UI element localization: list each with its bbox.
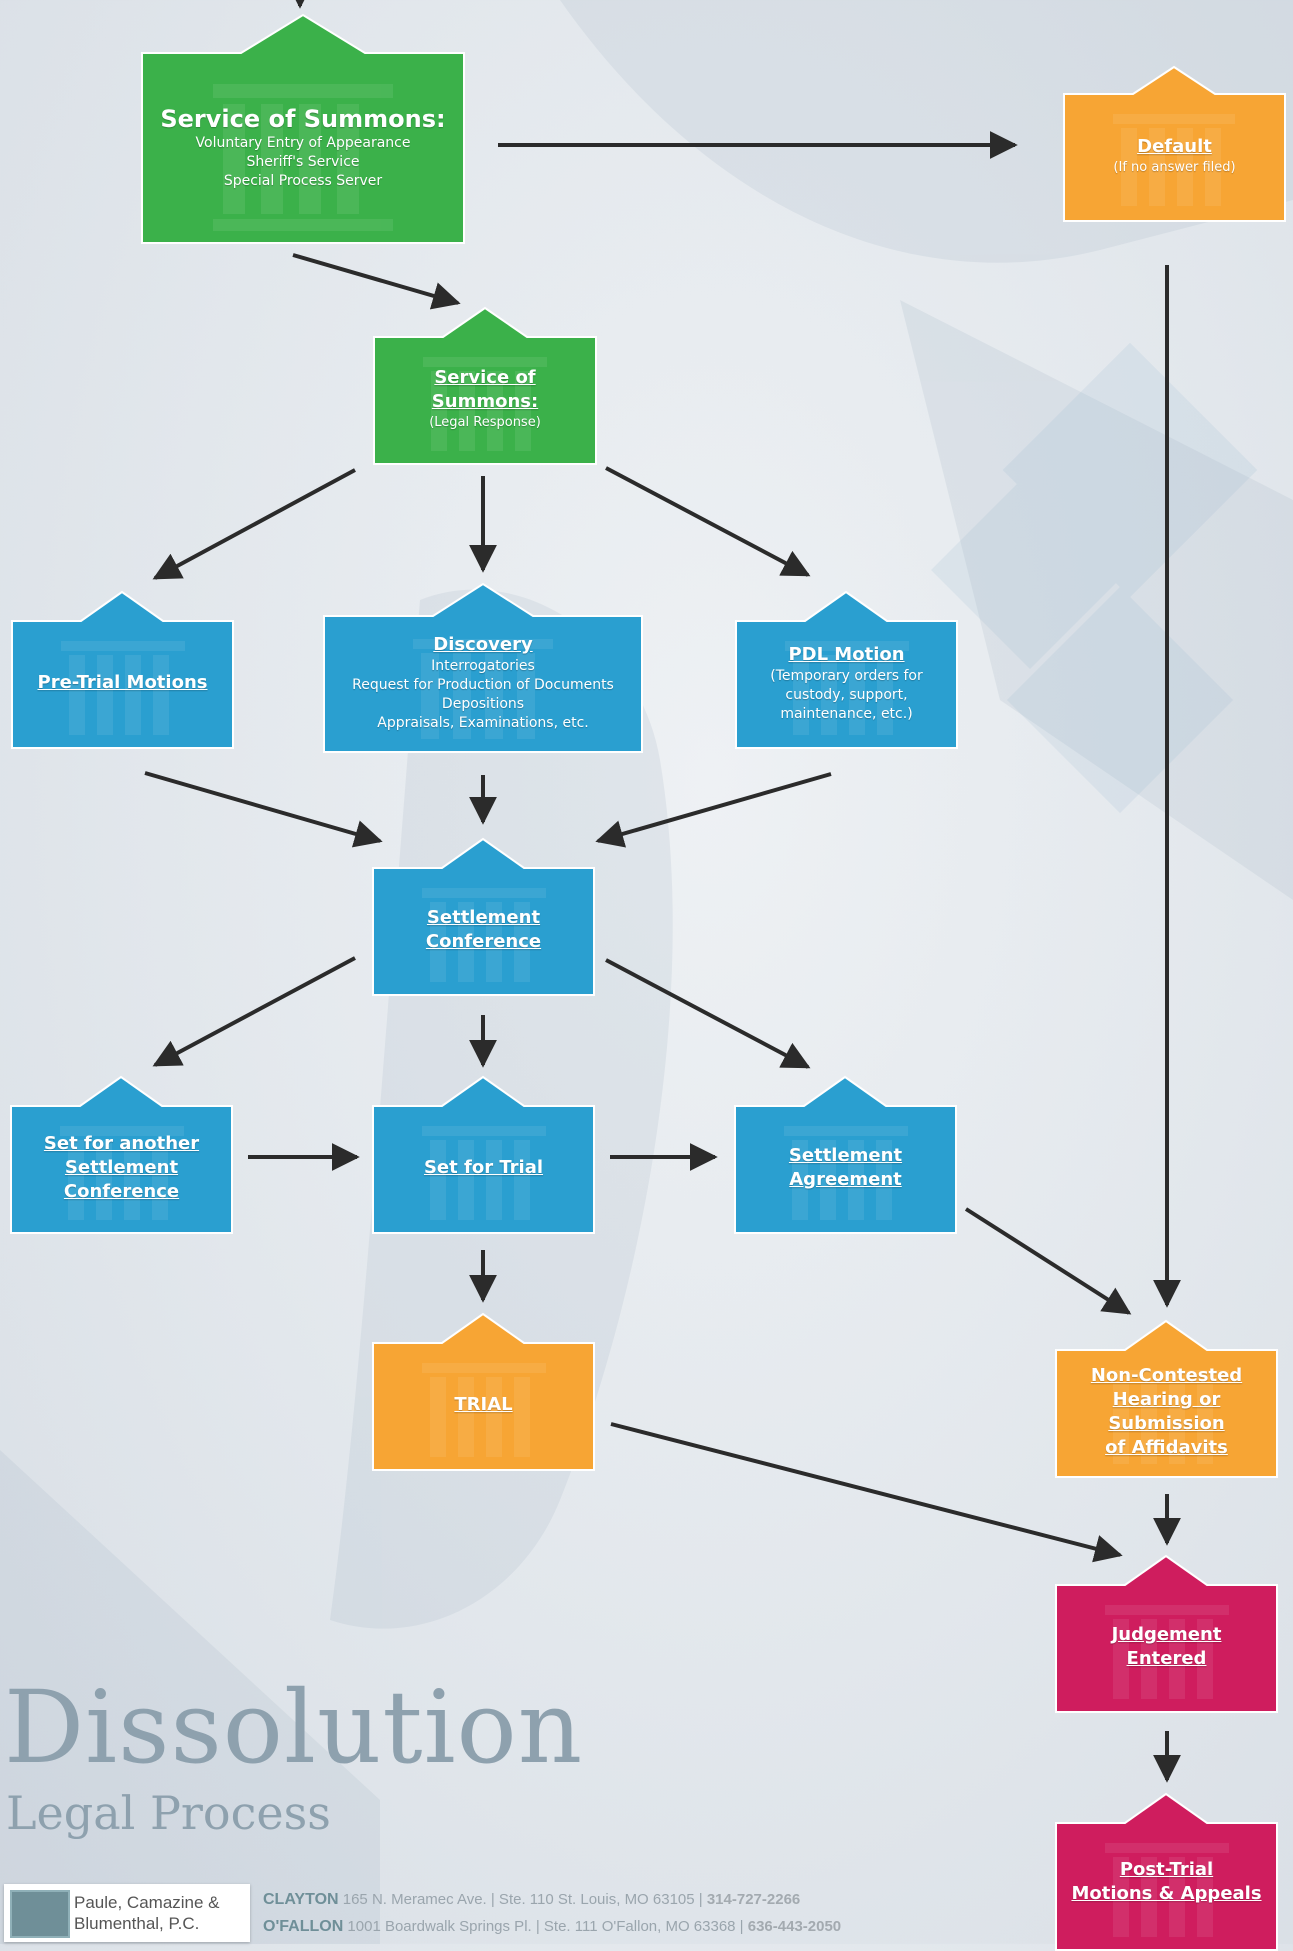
courthouse-orange-icon <box>1055 1319 1278 1478</box>
courthouse-magenta-icon <box>1055 1792 1278 1951</box>
service-summons-response-node: Service of Summons: (Legal Response) <box>373 306 597 465</box>
non-contested-hearing-node: Non-Contested Hearing or Submission of A… <box>1055 1319 1278 1478</box>
courthouse-blue-icon <box>372 1075 595 1234</box>
node-subtitle: (Legal Response) <box>429 415 541 430</box>
node-title: Settlement Agreement <box>788 1145 903 1190</box>
office-phone[interactable]: 636-443-2050 <box>747 1918 842 1935</box>
set-for-trial-node: Set for Trial <box>372 1075 595 1234</box>
arrow-pretrial-to-settlement <box>144 771 383 848</box>
another-settlement-conference-node: Set for another Settlement Conference <box>10 1075 233 1234</box>
firm-name: Paule, Camazine & Blumenthal, P.C. <box>74 1893 220 1933</box>
node-title: Discovery <box>433 634 533 655</box>
node-title: Set for another Settlement Conference <box>43 1133 200 1202</box>
node-title: Settlement Conference <box>425 907 542 952</box>
firm-logo-mark <box>10 1890 70 1938</box>
courthouse-orange-icon <box>372 1312 595 1471</box>
office-ofallon: O'FALLON 1001 Boardwalk Springs Pl. | St… <box>263 1918 841 1936</box>
node-title: PDL Motion <box>788 643 905 665</box>
node-title: Service of Summons: <box>160 104 446 133</box>
default-node: Default (If no answer filed) <box>1063 65 1286 222</box>
office-city: CLAYTON <box>263 1891 339 1908</box>
judgement-entered-node: Judgement Entered <box>1055 1554 1278 1713</box>
node-title: Default <box>1137 136 1212 157</box>
courthouse-blue-icon <box>11 590 234 749</box>
courthouse-blue-icon <box>323 582 643 753</box>
courthouse-orange-icon <box>1063 65 1286 222</box>
arrow-settlement-to-another <box>152 956 356 1067</box>
discovery-node: Discovery Interrogatories Request for Pr… <box>323 582 643 753</box>
arrow-settlement-to-agreement <box>605 958 811 1069</box>
arrow-response-to-pretrial <box>152 468 356 580</box>
courthouse-blue-icon <box>372 837 595 996</box>
pretrial-motions-node: Pre-Trial Motions <box>11 590 234 749</box>
pdl-motion-node: PDL Motion (Temporary orders for custody… <box>735 590 958 749</box>
node-subtitle: (Temporary orders for custody, support, … <box>770 667 923 722</box>
node-title: Non-Contested Hearing or Submission of A… <box>1090 1365 1243 1458</box>
node-title: Post-Trial Motions & Appeals <box>1071 1858 1262 1904</box>
settlement-agreement-node: Settlement Agreement <box>734 1075 957 1234</box>
courthouse-blue-icon <box>735 590 958 749</box>
node-title: Set for Trial <box>423 1157 544 1178</box>
node-title: Judgement Entered <box>1111 1624 1222 1669</box>
office-clayton: CLAYTON 165 N. Meramec Ave. | Ste. 110 S… <box>263 1891 800 1909</box>
post-trial-motions-node: Post-Trial Motions & Appeals <box>1055 1792 1278 1951</box>
courthouse-green-icon <box>141 13 465 244</box>
courthouse-blue-icon <box>734 1075 957 1234</box>
arrow-summons-to-response <box>292 253 461 310</box>
node-title: Service of Summons: <box>431 367 539 412</box>
office-address: 1001 Boardwalk Springs Pl. | Ste. 111 O'… <box>343 1918 748 1935</box>
node-title: TRIAL <box>454 1394 513 1415</box>
node-title: Pre-Trial Motions <box>37 672 208 693</box>
arrow-pdl-to-settlement <box>595 772 832 848</box>
node-subtitle: (If no answer filed) <box>1113 160 1236 175</box>
courthouse-blue-icon <box>10 1075 233 1234</box>
node-subtitle: Interrogatories Request for Production o… <box>352 658 614 731</box>
settlement-conference-node: Settlement Conference <box>372 837 595 996</box>
page-title: Dissolution <box>4 1669 584 1786</box>
arrow-trial-to-judgement <box>610 1422 1123 1563</box>
courthouse-magenta-icon <box>1055 1554 1278 1713</box>
arrow-response-to-pdl <box>605 466 811 577</box>
office-address: 165 N. Meramec Ave. | Ste. 110 St. Louis… <box>338 1891 707 1908</box>
courthouse-green-icon <box>373 306 597 465</box>
trial-node: TRIAL <box>372 1312 595 1471</box>
service-summons-voluntary-node: Service of Summons: Voluntary Entry of A… <box>141 13 465 244</box>
arrow-agreement-to-noncontested <box>964 1207 1132 1315</box>
office-city: O'FALLON <box>263 1918 344 1935</box>
firm-logo[interactable]: Paule, Camazine & Blumenthal, P.C. <box>4 1884 250 1942</box>
office-phone[interactable]: 314-727-2266 <box>706 1891 801 1908</box>
node-subtitle: Voluntary Entry of Appearance Sheriff's … <box>195 134 411 189</box>
page-subtitle: Legal Process <box>6 1786 331 1840</box>
